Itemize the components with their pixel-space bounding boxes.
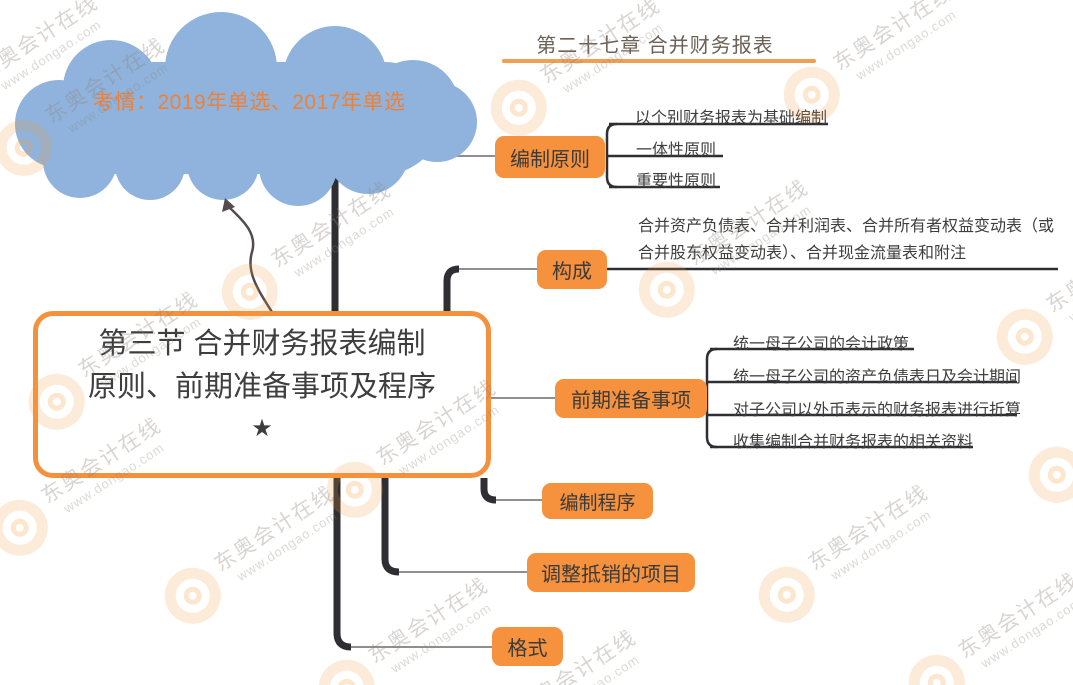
subtopic-text[interactable]: 统一母子公司的资产负债表日及会计期间 <box>733 369 1022 386</box>
importance-star-icon: ★ <box>251 415 273 442</box>
branch-node-compilation-procedure[interactable]: 编制程序 <box>542 483 653 519</box>
subtopic-text[interactable]: 重要性原则 <box>636 173 717 190</box>
chapter-title[interactable]: 第二十七章 合并财务报表 <box>536 35 774 57</box>
subtopic-text[interactable]: 一体性原则 <box>636 142 717 159</box>
exam-note-text: 考情：2019年单选、2017年单选 <box>93 91 406 114</box>
cloud-arrow-head-icon <box>222 198 235 212</box>
main-topic-line1: 第三节 合并财务报表编制 <box>98 328 426 360</box>
subtopic-text[interactable]: 统一母子公司的会计政策 <box>733 336 910 353</box>
chapter-title-underline <box>502 59 816 63</box>
branch-node-composition[interactable]: 构成 <box>537 250 607 289</box>
main-topic-node[interactable]: 第三节 合并财务报表编制 原则、前期准备事项及程序 ★ <box>33 311 491 478</box>
cloud-arrow-curve <box>227 205 274 313</box>
connector-trunk-adjustment <box>381 478 400 576</box>
main-topic-line2: 原则、前期准备事项及程序 <box>87 371 436 403</box>
connector-trunk-composition <box>443 265 460 314</box>
subtopic-text[interactable]: 收集编制合并财务报表的相关资料 <box>733 434 974 451</box>
connector-trunk-procedure <box>480 478 497 504</box>
subtopic-text[interactable]: 合并资产负债表、合并利润表、合并所有者权益变动表（或合并股东权益变动表）、合并现… <box>638 218 1055 262</box>
branch-node-preparation-items[interactable]: 前期准备事项 <box>555 379 707 418</box>
branch-node-compilation-principles[interactable]: 编制原则 <box>495 136 605 178</box>
subtopic-text[interactable]: 以个别财务报表为基础编制 <box>635 110 828 127</box>
branch-node-adjustment-elimination[interactable]: 调整抵销的项目 <box>527 553 695 592</box>
connector-trunk-format <box>333 478 352 651</box>
branch-node-format[interactable]: 格式 <box>492 627 563 666</box>
cloud-body <box>51 62 441 174</box>
subtopic-text[interactable]: 对子公司以外币表示的财务报表进行折算 <box>733 402 1022 419</box>
exam-note-cloud[interactable]: 考情：2019年单选、2017年单选 <box>15 12 477 206</box>
